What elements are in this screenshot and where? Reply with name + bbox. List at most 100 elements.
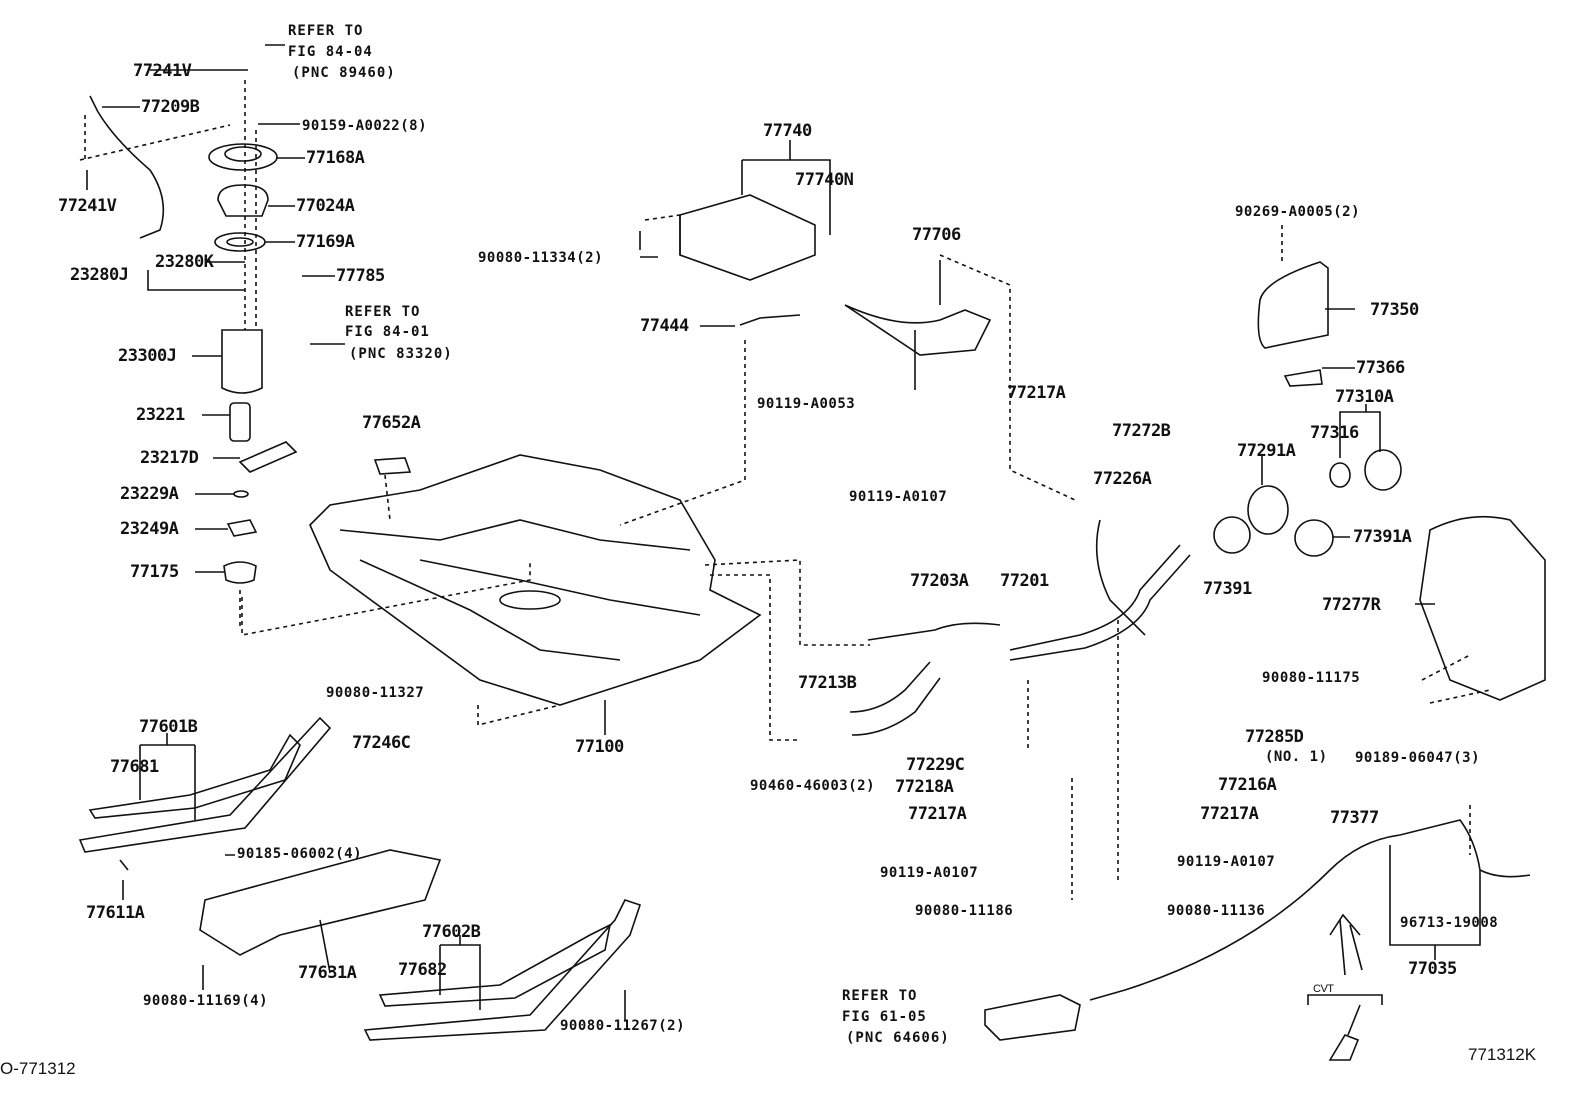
part-number-label[interactable]: 77602B bbox=[422, 922, 481, 942]
part-number-label[interactable]: 90080-11267(2) bbox=[560, 1018, 686, 1034]
lever-assembly bbox=[984, 994, 1081, 1041]
charcoal-canister-drawing bbox=[639, 140, 1076, 501]
part-number-label[interactable]: 90080-11136 bbox=[1167, 903, 1266, 919]
part-number-label[interactable]: 77175 bbox=[130, 562, 179, 582]
strap-77601B bbox=[88, 733, 301, 819]
part-number-label[interactable]: 77229C bbox=[906, 755, 965, 775]
part-number-label[interactable]: 77168A bbox=[306, 148, 365, 168]
diagram-id-left: O-771312 bbox=[0, 1059, 76, 1078]
part-number-label[interactable]: 90080-11169(4) bbox=[143, 993, 269, 1009]
part-number-label[interactable]: 77169A bbox=[296, 232, 355, 252]
diagram-id-right: 771312K bbox=[1468, 1045, 1537, 1064]
part-number-label[interactable]: FIG 84-04 bbox=[288, 44, 373, 60]
arrow bbox=[1329, 913, 1363, 976]
part-number-label[interactable]: 23217D bbox=[140, 448, 199, 468]
part-number-label[interactable]: 77201 bbox=[1000, 571, 1049, 591]
part-number-label[interactable]: 90189-06047(3) bbox=[1355, 750, 1481, 766]
part-number-label[interactable]: 77203A bbox=[910, 571, 969, 591]
part-number-label[interactable]: 77350 bbox=[1370, 300, 1419, 320]
part-number-label[interactable]: 90080-11327 bbox=[326, 685, 425, 701]
fuel-pump-assembly-drawing bbox=[79, 44, 345, 630]
part-number-label[interactable]: 23280J bbox=[70, 265, 129, 285]
fuel-cap-77316 bbox=[1329, 462, 1351, 488]
part-number-label[interactable]: 90080-11175 bbox=[1262, 670, 1361, 686]
part-number-label[interactable]: 90080-11186 bbox=[915, 903, 1014, 919]
protector-77277R bbox=[1419, 515, 1546, 701]
valve-77706 bbox=[844, 304, 992, 356]
part-number-label[interactable]: 77631A bbox=[298, 963, 357, 983]
gasket-small bbox=[233, 490, 249, 498]
part-number-label[interactable]: 77740N bbox=[795, 170, 854, 190]
part-number-label[interactable]: 77272B bbox=[1112, 421, 1171, 441]
filler-neck-77291A bbox=[1247, 485, 1289, 535]
part-number-label[interactable]: 77218A bbox=[895, 777, 954, 797]
part-number-label[interactable]: 77611A bbox=[86, 903, 145, 923]
part-number-label[interactable]: 77740 bbox=[763, 121, 812, 141]
cushion bbox=[226, 519, 258, 537]
part-number-label[interactable]: FIG 61-05 bbox=[842, 1009, 927, 1025]
fuel-lid-77350 bbox=[1257, 261, 1329, 349]
part-number-label[interactable]: (PNC 64606) bbox=[846, 1030, 950, 1046]
part-number-label[interactable]: REFER TO bbox=[842, 988, 918, 1004]
part-number-label[interactable]: CVT bbox=[1313, 983, 1334, 995]
part-number-label[interactable]: 90119-A0053 bbox=[757, 396, 856, 412]
fuel-lid-spring bbox=[1283, 369, 1323, 387]
part-number-label[interactable]: 23221 bbox=[136, 405, 185, 425]
part-number-label[interactable]: 77226A bbox=[1093, 469, 1152, 489]
part-number-label[interactable]: 77277R bbox=[1322, 595, 1381, 615]
hose-77444 bbox=[739, 314, 801, 326]
part-number-label[interactable]: 77652A bbox=[362, 413, 421, 433]
part-number-label[interactable]: 96713-19008 bbox=[1400, 915, 1499, 931]
part-number-label[interactable]: FIG 84-01 bbox=[345, 324, 430, 340]
part-number-label[interactable]: 77391 bbox=[1203, 579, 1252, 599]
part-number-label[interactable]: 77316 bbox=[1310, 423, 1359, 443]
part-number-label[interactable]: 77024A bbox=[296, 196, 355, 216]
part-number-label[interactable]: 77217A bbox=[1007, 383, 1066, 403]
part-number-label[interactable]: 77209B bbox=[141, 97, 200, 117]
part-number-label[interactable]: 77246C bbox=[352, 733, 411, 753]
part-number-label[interactable]: 77682 bbox=[398, 960, 447, 980]
part-number-label[interactable]: 77241V bbox=[58, 196, 117, 216]
breather-tube bbox=[1095, 519, 1146, 636]
gasket-77391 bbox=[1213, 516, 1251, 554]
part-number-label[interactable]: 77100 bbox=[575, 737, 624, 757]
part-number-label[interactable]: 23280K bbox=[155, 252, 214, 272]
part-number-label[interactable]: 77216A bbox=[1218, 775, 1277, 795]
part-number-label[interactable]: 23300J bbox=[118, 346, 177, 366]
part-number-label[interactable]: 90119-A0107 bbox=[849, 489, 948, 505]
part-number-label[interactable]: 90185-06002(4) bbox=[237, 846, 363, 862]
part-number-label[interactable]: 90119-A0107 bbox=[880, 865, 979, 881]
part-number-label[interactable]: 90269-A0005(2) bbox=[1235, 204, 1361, 220]
part-number-label[interactable]: 77601B bbox=[139, 717, 198, 737]
part-number-label[interactable]: 77391A bbox=[1353, 527, 1412, 547]
part-number-label[interactable]: 77444 bbox=[640, 316, 689, 336]
part-number-label[interactable]: REFER TO bbox=[345, 304, 421, 320]
part-number-label[interactable]: REFER TO bbox=[288, 23, 364, 39]
part-number-label[interactable]: 77217A bbox=[1200, 804, 1259, 824]
part-number-label[interactable]: (PNC 83320) bbox=[349, 346, 453, 362]
part-number-label[interactable]: 90159-A0022(8) bbox=[302, 118, 428, 134]
vent-tube bbox=[89, 95, 165, 239]
part-number-label[interactable]: 90460-46003(2) bbox=[750, 778, 876, 794]
part-number-label[interactable]: (PNC 89460) bbox=[292, 65, 396, 81]
part-number-label[interactable]: 77785 bbox=[336, 266, 385, 286]
part-number-label[interactable]: 77681 bbox=[110, 757, 159, 777]
part-number-label[interactable]: 77285D bbox=[1245, 727, 1304, 747]
part-number-label[interactable]: 77310A bbox=[1335, 387, 1394, 407]
part-number-label[interactable]: 77291A bbox=[1237, 441, 1296, 461]
part-number-label[interactable]: 77366 bbox=[1356, 358, 1405, 378]
part-number-label[interactable]: 77706 bbox=[912, 225, 961, 245]
shift-lever bbox=[1328, 1004, 1361, 1061]
part-number-label[interactable]: 90080-11334(2) bbox=[478, 250, 604, 266]
part-number-label[interactable]: 77377 bbox=[1330, 808, 1379, 828]
part-number-label[interactable]: 23229A bbox=[120, 484, 179, 504]
strap-77601B-2 bbox=[78, 716, 332, 853]
charcoal-canister bbox=[679, 194, 816, 281]
part-number-label[interactable]: 77213B bbox=[798, 673, 857, 693]
part-number-label[interactable]: 23249A bbox=[120, 519, 179, 539]
part-number-label[interactable]: (NO. 1) bbox=[1265, 749, 1328, 765]
part-number-label[interactable]: 77035 bbox=[1408, 959, 1457, 979]
part-number-label[interactable]: 90119-A0107 bbox=[1177, 854, 1276, 870]
part-number-label[interactable]: 77241V bbox=[133, 61, 192, 81]
part-number-label[interactable]: 77217A bbox=[908, 804, 967, 824]
